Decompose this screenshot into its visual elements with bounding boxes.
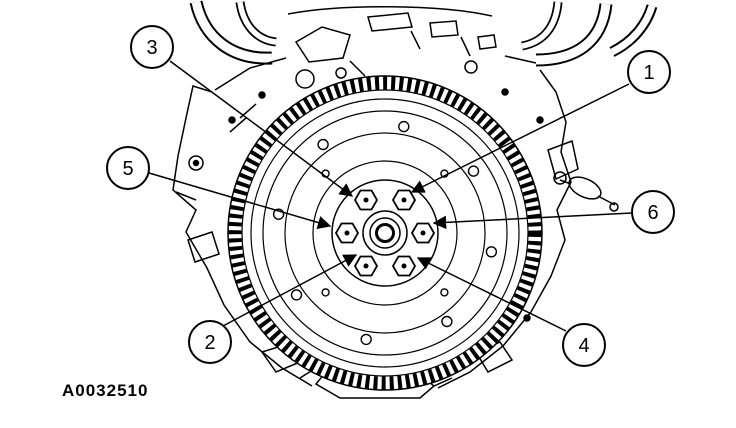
callout-3-label: 3 <box>146 37 157 59</box>
callout-balloons: 3 1 5 6 2 4 <box>106 25 675 367</box>
leader-line-1 <box>410 83 630 193</box>
flywheel-bolt-3 <box>353 189 379 211</box>
flywheel <box>227 75 543 391</box>
leader-line-5 <box>148 172 332 230</box>
hose-top-right <box>520 1 658 67</box>
ring-gear-outer-rim <box>227 75 543 391</box>
flywheel-face-ring-2 <box>262 110 508 356</box>
leader-line-3 <box>169 60 354 197</box>
leader-line-4 <box>416 257 567 332</box>
callout-6: 6 <box>631 190 675 234</box>
flywheel-face-ring-3 <box>284 132 486 334</box>
ring-gear-inner-rim <box>241 89 529 377</box>
callout-4-label: 4 <box>578 335 589 357</box>
leader-line-6 <box>432 212 633 230</box>
bolt-circle-ring <box>331 179 439 287</box>
flywheel-bolt-2 <box>353 255 379 277</box>
top-engine-detail <box>214 5 537 99</box>
leader-line-2 <box>222 254 358 327</box>
flywheel-bolt-1 <box>391 189 417 211</box>
flywheel-holes <box>272 120 498 346</box>
hose-top-left <box>189 0 277 65</box>
sensor-fitting <box>553 171 619 212</box>
center-hub <box>362 210 408 256</box>
callout-3: 3 <box>130 25 174 69</box>
callout-1-label: 1 <box>643 62 654 84</box>
callout-5-label: 5 <box>122 158 133 180</box>
ring-gear-teeth <box>228 76 542 390</box>
callout-2: 2 <box>188 320 232 364</box>
callout-6-label: 6 <box>647 202 658 224</box>
leader-lines <box>148 60 633 332</box>
figure-id-label: A0032510 <box>62 381 148 400</box>
flywheel-face-ring-1 <box>250 98 520 368</box>
callout-5: 5 <box>106 146 150 190</box>
flywheel-bolts <box>334 189 436 277</box>
flywheel-bolt-5 <box>334 222 360 244</box>
flywheel-face-ring-4 <box>312 160 458 306</box>
flywheel-bolt-4 <box>391 255 417 277</box>
callout-1: 1 <box>627 50 671 94</box>
callout-4: 4 <box>562 323 606 367</box>
flywheel-bolt-6 <box>410 222 436 244</box>
callout-2-label: 2 <box>204 332 215 354</box>
